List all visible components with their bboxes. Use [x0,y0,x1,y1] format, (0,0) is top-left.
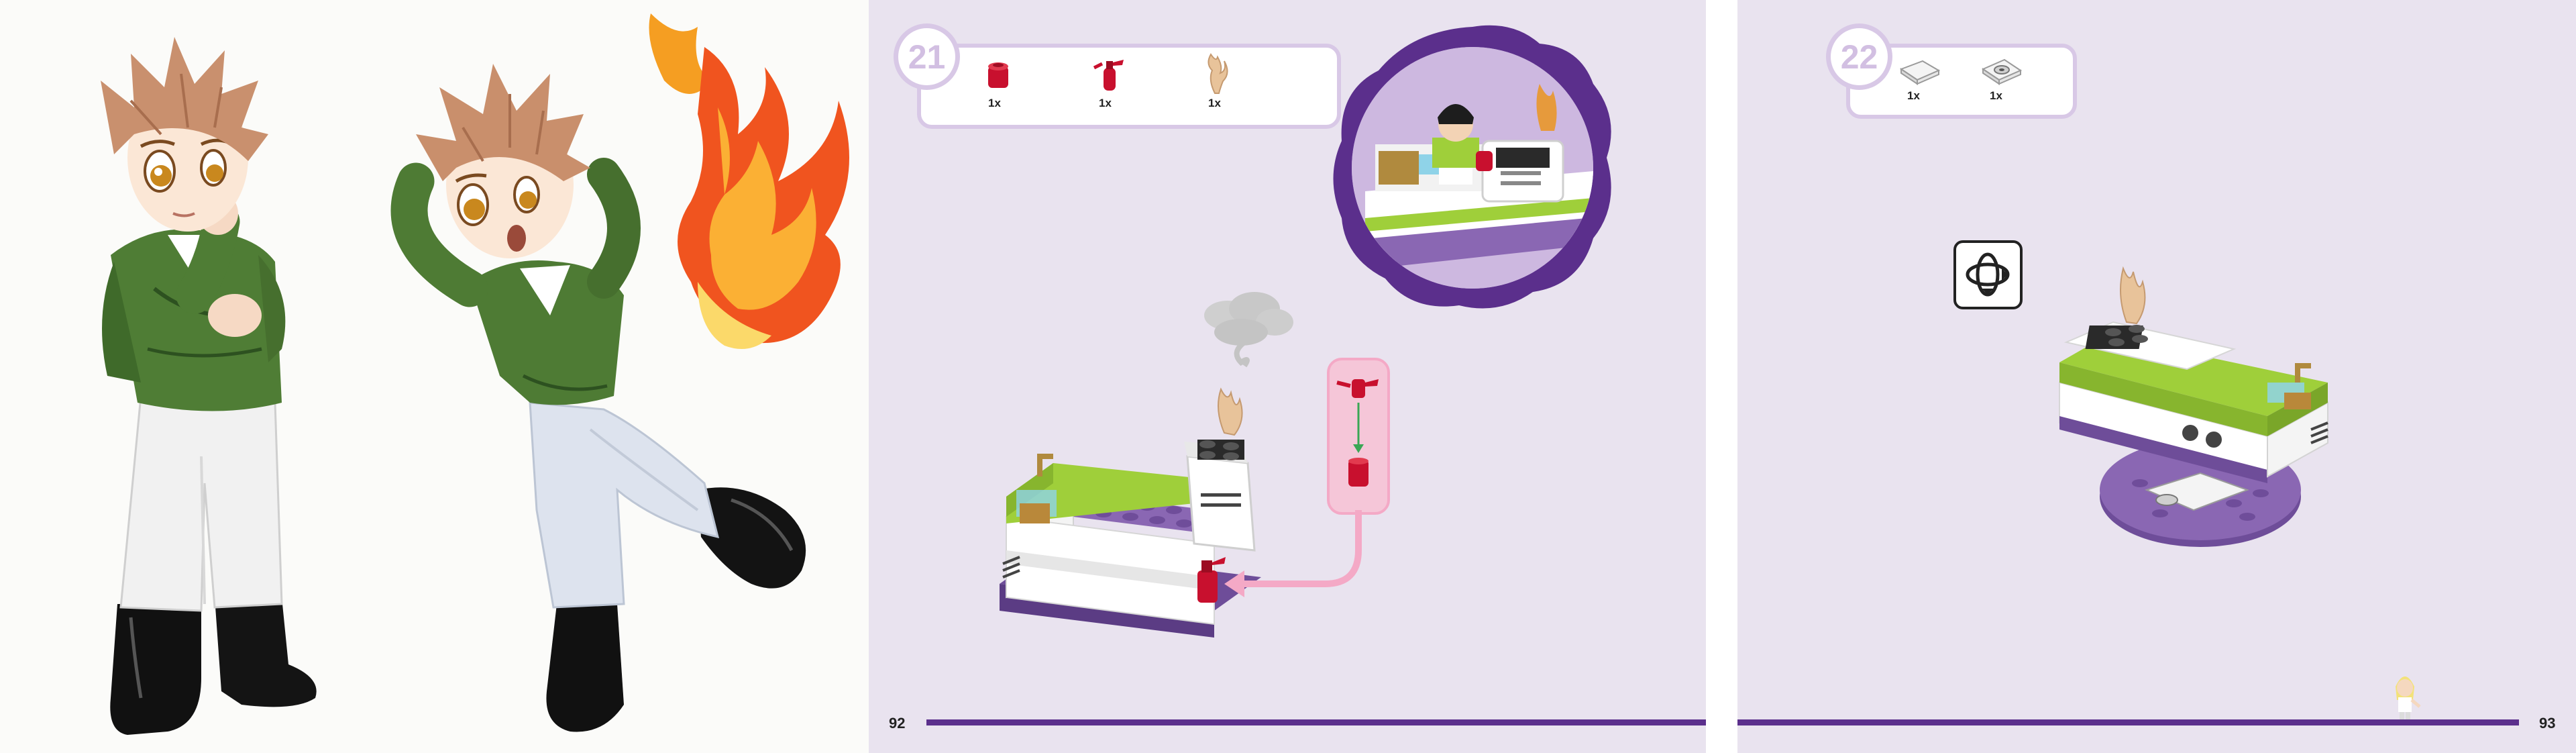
kitchen-counter-rotated-model [2059,266,2328,547]
instruction-page-92: 1x 1x 1x 21 [869,0,1706,753]
page-footer-bar [926,719,1706,725]
mini-doll-figure [2396,676,2421,725]
fire-extinguisher-top-icon [1336,379,1379,398]
part-qty-label: 1x [1907,89,1920,102]
step-21-parts-box: 1x 1x 1x [917,44,1341,129]
thinking-boy-figure [101,37,317,735]
part-qty-label: 1x [1099,97,1112,109]
zoom-preview-callout [1333,25,1611,309]
step-number: 21 [908,38,946,76]
step-22-number-badge: 22 [1826,23,1892,90]
extinguisher-assembly-callout [1327,358,1390,515]
flame-piece-icon [1208,53,1228,94]
step-number: 22 [1840,38,1878,76]
white-tile-icon [1899,60,1941,85]
part-qty-label: 1x [1990,89,2002,102]
page-number: 92 [889,715,906,732]
fire-flames [649,13,849,349]
step-21-number-badge: 21 [894,23,960,90]
part-qty-label: 1x [1208,97,1221,109]
page-number: 93 [2539,715,2556,732]
page-gutter [1706,0,1737,753]
red-round-brick-icon [988,62,1008,88]
smoke-cloud [1204,292,1293,368]
kitchen-closeup [1352,47,1593,289]
placement-arrow [1197,510,1362,603]
rotate-model-icon [1953,240,2023,309]
character-illustration [0,0,869,753]
part-qty-label: 1x [988,97,1001,109]
page-footer-bar [1737,719,2519,725]
red-fire-extinguisher-icon [1093,60,1124,91]
illustration-panel [0,0,869,753]
kitchen-counter-model [1000,387,1261,638]
white-sink-tile-icon [1981,58,2023,85]
instruction-page-93: 1x 1x 22 [1737,0,2576,753]
surprised-boy-figure [390,64,806,732]
